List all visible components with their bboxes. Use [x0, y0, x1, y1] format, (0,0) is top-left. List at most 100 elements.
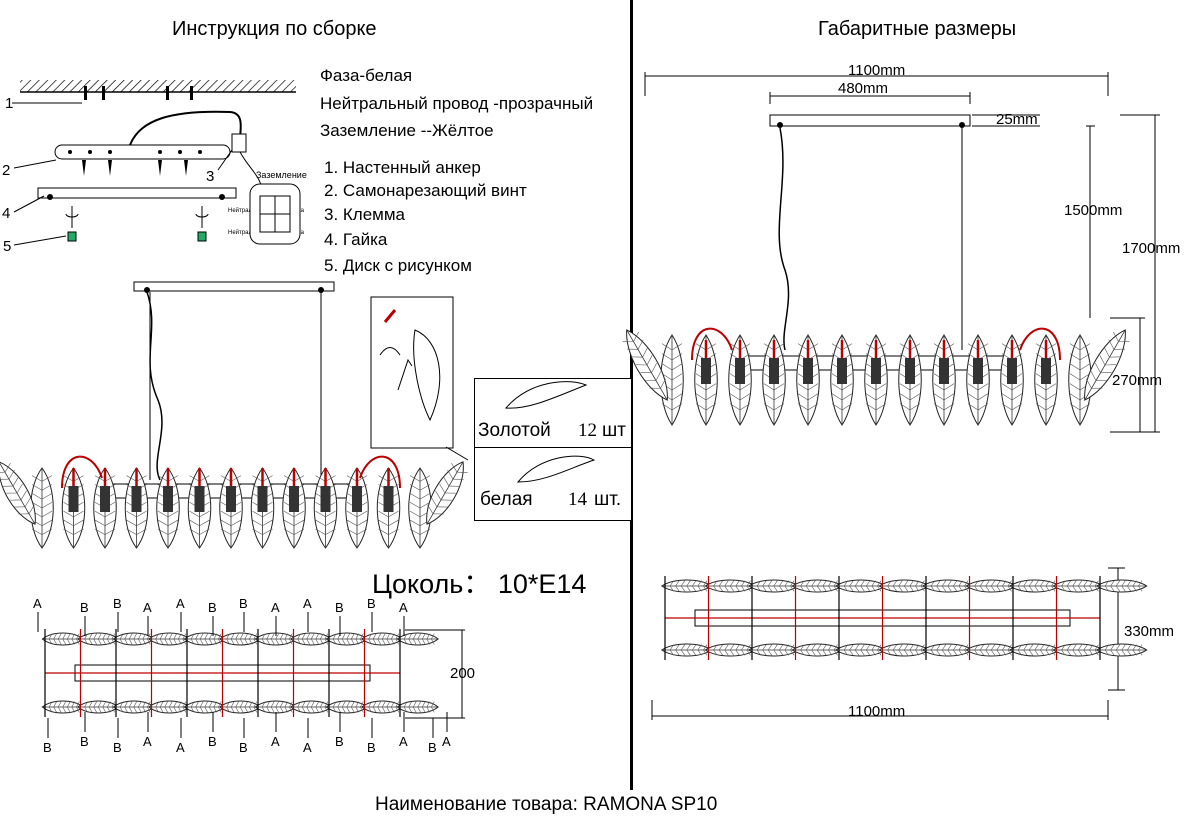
dim-depth: 330mm [1124, 623, 1175, 640]
glass-leaf [183, 700, 226, 714]
ceiling-hatch [20, 80, 296, 92]
glass-gold-unit: шт [602, 420, 626, 441]
callout-2: 2 [2, 162, 11, 179]
glass-leaf [290, 700, 333, 714]
glass-leaf [1068, 334, 1092, 426]
top-letter: A [176, 596, 185, 611]
glass-leaf [834, 643, 887, 657]
glass-white-unit: шт. [594, 489, 622, 510]
glass-leaf [219, 700, 262, 714]
left-canopy [133, 281, 335, 292]
canopy-plate [37, 187, 237, 199]
bottom-letter: B [43, 740, 52, 755]
glass-leaf [791, 643, 844, 657]
top-letter: A [143, 600, 152, 615]
glass-gold-count: 12 [578, 420, 597, 441]
glass-leaf [1052, 643, 1105, 657]
glass-leaf [112, 700, 155, 714]
callout-1: 1 [5, 95, 14, 112]
glass-leaf [1084, 329, 1130, 401]
glass-white-count: 14 [568, 489, 587, 510]
glass-leaf [921, 579, 974, 593]
glass-leaf [878, 579, 931, 593]
glass-leaf [325, 632, 368, 646]
socket-spec: Цоколь： 10*E14 [372, 569, 587, 599]
dim-body-height: 270mm [1112, 372, 1163, 389]
top-letter: B [113, 596, 122, 611]
bottom-letter: B [335, 734, 344, 749]
gold-leaf-icon [504, 381, 588, 409]
glass-leaf [325, 700, 368, 714]
bottom-letter: B [428, 740, 437, 755]
bottom-letter: A [399, 734, 408, 749]
glass-leaf [426, 461, 468, 525]
glass-leaf [704, 579, 757, 593]
glass-leaf [660, 643, 713, 657]
glass-leaf [396, 700, 439, 714]
glass-leaf [77, 700, 120, 714]
callout-3: 3 [206, 168, 215, 185]
dim-canopy-width: 480mm [838, 80, 889, 97]
glass-leaf [1052, 579, 1105, 593]
glass-leaf [747, 579, 800, 593]
top-letter: A [303, 596, 312, 611]
glass-leaf [0, 461, 36, 525]
glass-leaf [396, 632, 439, 646]
glass-leaf [965, 579, 1018, 593]
bottom-letter: B [208, 734, 217, 749]
left-title: Инструкция по сборке [172, 18, 377, 40]
glass-white-label: белая [480, 489, 533, 510]
callout-5: 5 [3, 238, 12, 255]
part-3: 3. Клемма [324, 205, 406, 224]
glass-leaf [219, 632, 262, 646]
glass-leaf [254, 700, 297, 714]
part-5: 5. Диск с рисунком [324, 256, 472, 275]
glass-leaf [361, 700, 404, 714]
dimension-lines [405, 72, 1160, 720]
terminal-ground-label: Заземление [256, 170, 307, 180]
bottom-letter: A [271, 734, 280, 749]
part-4: 4. Гайка [324, 230, 388, 249]
glass-leaf [622, 329, 668, 401]
callout-4: 4 [2, 205, 11, 222]
glass-leaf [791, 579, 844, 593]
glass-leaf [41, 700, 84, 714]
top-letter: A [271, 600, 280, 615]
right-plan-view [660, 576, 1148, 660]
wire-phase: Фаза-белая [320, 66, 413, 85]
bottom-letter: B [80, 734, 89, 749]
glass-leaf [408, 467, 432, 549]
disc-left [67, 231, 77, 242]
dim-total-height: 1700mm [1122, 240, 1181, 257]
bottom-letter: A [303, 740, 312, 755]
glass-leaf [290, 632, 333, 646]
right-title: Габаритные размеры [818, 18, 1017, 40]
glass-leaf [704, 643, 757, 657]
wire-ground: Заземление --Жёлтое [320, 121, 494, 140]
left-plan-view [41, 629, 439, 717]
leaf-install-inset [370, 296, 454, 449]
right-canopy [769, 114, 971, 127]
bottom-letter: A [442, 734, 451, 749]
right-leaf-ring [622, 327, 1130, 426]
glass-leaf [1008, 643, 1061, 657]
white-leaf-icon [516, 455, 596, 483]
terminal-clamp [231, 133, 247, 153]
glass-leaf [1095, 643, 1148, 657]
top-letter: B [80, 600, 89, 615]
glass-leaf [660, 334, 684, 426]
part-2: 2. Самонарезающий винт [324, 181, 527, 200]
bottom-letter: B [367, 740, 376, 755]
glass-leaf [1008, 579, 1061, 593]
wire-neutral: Нейтральный провод -прозрачный [320, 94, 594, 113]
top-letter: B [239, 596, 248, 611]
glass-white-box [474, 447, 632, 521]
glass-leaf [148, 700, 191, 714]
glass-leaf [361, 632, 404, 646]
glass-leaf [747, 643, 800, 657]
bottom-letter: B [239, 740, 248, 755]
glass-leaf [183, 632, 226, 646]
bottom-letter: B [113, 740, 122, 755]
top-letter: A [33, 596, 42, 611]
